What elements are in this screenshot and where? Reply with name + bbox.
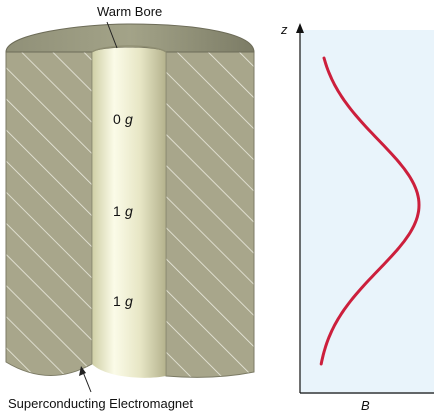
z-axis-label: z — [280, 22, 288, 37]
field-profile-plot: z B — [280, 22, 434, 413]
warm-bore-label: Warm Bore — [97, 4, 162, 19]
z-axis-arrowhead — [296, 23, 304, 33]
gravity-unit: g — [125, 111, 133, 127]
electromagnet-pointer — [79, 366, 92, 393]
electromagnet-label: Superconducting Electromagnet — [8, 396, 193, 411]
gravity-value: 1 — [113, 293, 121, 309]
field-curve — [319, 56, 421, 366]
gravity-unit: g — [125, 293, 133, 309]
b-axis-label: B — [361, 398, 370, 413]
gravity-level-2g: 1 g — [113, 293, 133, 309]
superconducting-magnet — [5, 23, 255, 378]
gravity-unit: g — [125, 203, 133, 219]
warm-bore-pointer — [106, 21, 118, 49]
gravity-value: 1 — [113, 203, 121, 219]
gravity-level-1g: 1 g — [113, 203, 133, 219]
gravity-value: 0 — [113, 111, 121, 127]
plot-panel — [300, 30, 434, 394]
gravity-level-0g: 0 g — [113, 111, 133, 127]
